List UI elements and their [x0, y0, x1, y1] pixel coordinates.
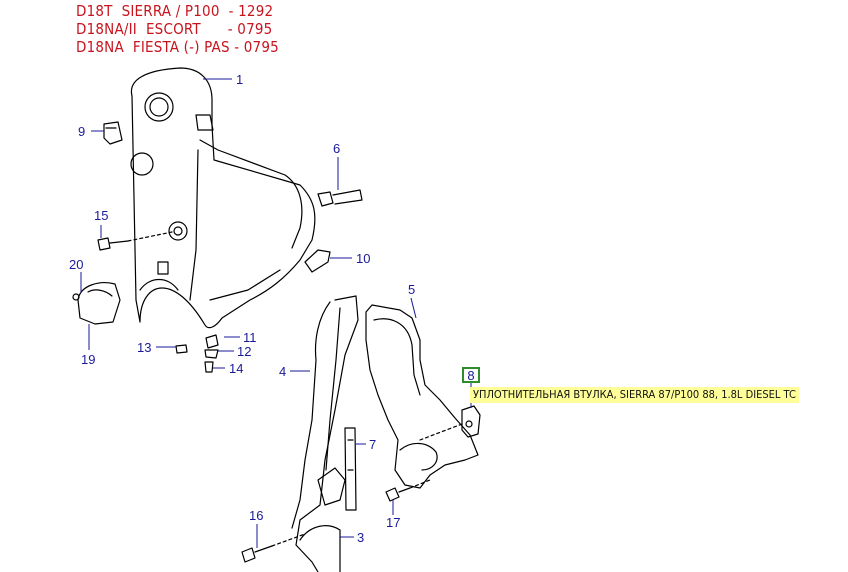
strip-7: [344, 427, 357, 511]
inner-cover-5: [365, 304, 479, 489]
callout-20[interactable]: 20: [69, 257, 84, 272]
guard-19: [77, 282, 121, 325]
lower-timing-cover-4: [295, 295, 359, 572]
callout-1[interactable]: 1: [236, 72, 244, 87]
sleeve-8: [461, 405, 481, 438]
callout-16[interactable]: 16: [249, 508, 264, 523]
bracket-10: [304, 249, 331, 273]
callout-6[interactable]: 6: [333, 141, 341, 156]
bolt-16: [241, 545, 273, 563]
callout-10[interactable]: 10: [356, 251, 371, 266]
callout-11[interactable]: 11: [243, 330, 257, 345]
callout-3[interactable]: 3: [357, 530, 365, 545]
callout-12[interactable]: 12: [237, 344, 252, 359]
callout-5[interactable]: 5: [408, 282, 416, 297]
bolt-15: [97, 237, 129, 251]
callout-8-selected[interactable]: 8: [462, 367, 480, 383]
callout-13[interactable]: 13: [137, 340, 152, 355]
bolt-17: [385, 487, 411, 502]
callout-19[interactable]: 19: [81, 352, 96, 367]
bolt-6: [317, 189, 363, 207]
header-line-1: D18T SIERRA / P100 - 1292: [76, 2, 274, 20]
callout-9[interactable]: 9: [78, 124, 86, 139]
header-line-3: D18NA FIESTA (-) PAS - 0795: [76, 38, 279, 56]
callout-15[interactable]: 15: [94, 208, 109, 223]
callout-4[interactable]: 4: [279, 364, 287, 379]
clip-9: [103, 121, 123, 145]
callout-7[interactable]: 7: [369, 437, 377, 452]
part-tooltip: УПЛОТНИТЕЛЬНАЯ ВТУЛКА, SIERRA 87/P100 88…: [470, 387, 799, 403]
upper-timing-cover: [130, 67, 316, 329]
header-line-2: D18NA/II ESCORT - 0795: [76, 20, 273, 38]
callout-14[interactable]: 14: [229, 361, 244, 376]
callout-17[interactable]: 17: [386, 515, 401, 530]
